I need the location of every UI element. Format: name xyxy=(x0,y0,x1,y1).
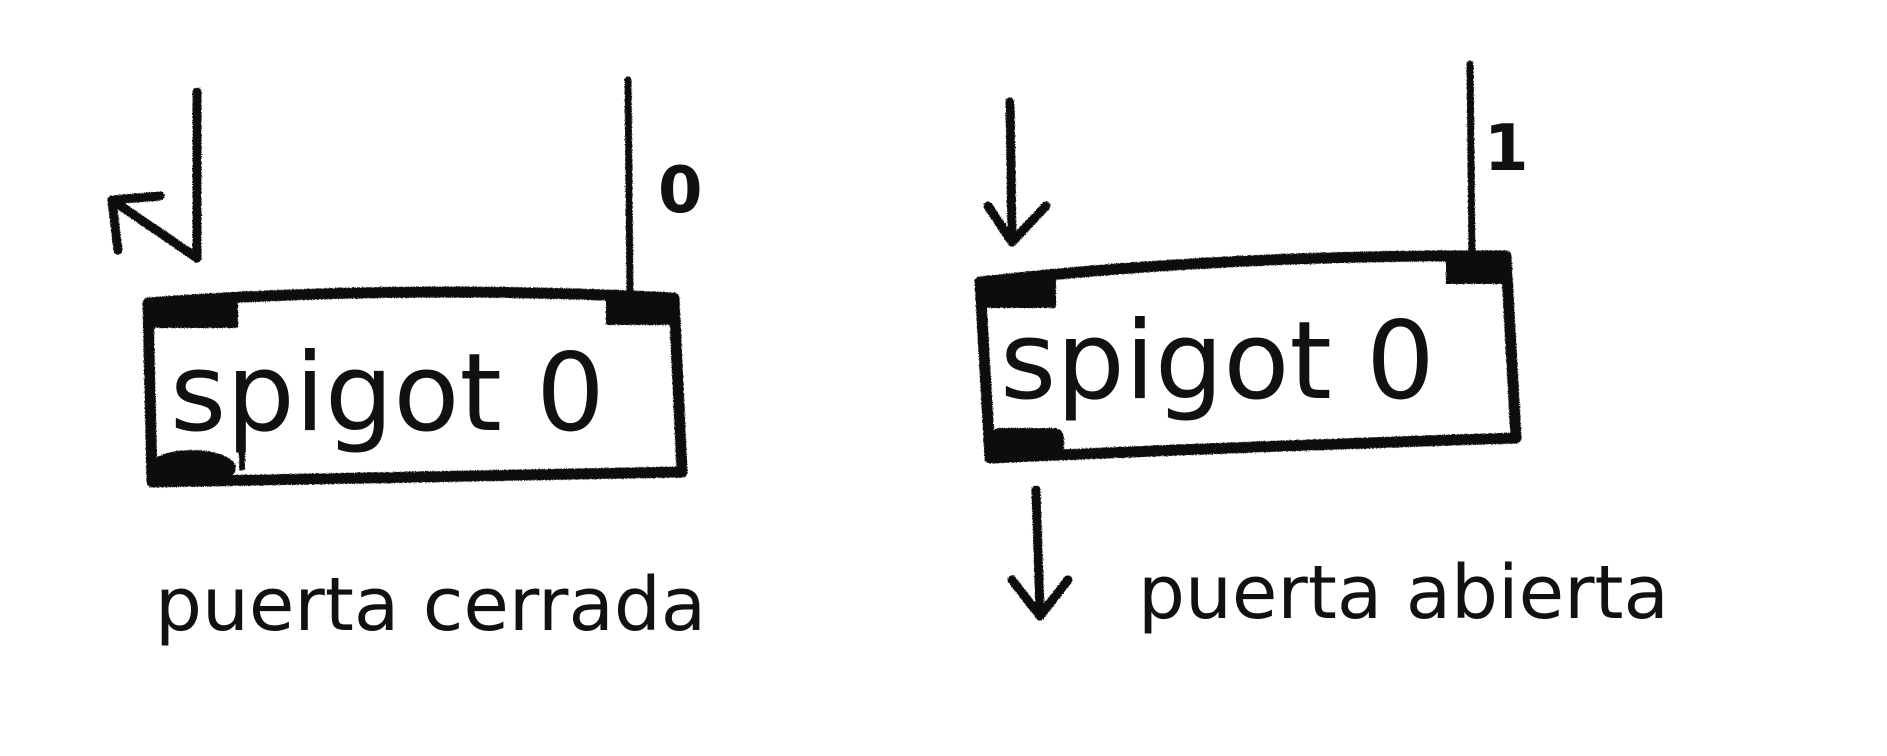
object-label: spigot 0 xyxy=(170,331,605,456)
right-inlet-value: 0 xyxy=(658,154,703,228)
blocked-input-arrow xyxy=(107,87,202,263)
right-inlet-value: 1 xyxy=(1484,112,1529,186)
object-label: spigot 0 xyxy=(1000,299,1435,424)
right-inlet xyxy=(1446,252,1510,284)
right-inlet xyxy=(606,293,676,325)
right-inlet-cord xyxy=(624,76,634,302)
spigot-object-box xyxy=(142,286,688,488)
left-inlet xyxy=(982,278,1056,308)
spigot-object-box xyxy=(974,250,1522,464)
spigot-open-diagram xyxy=(974,60,1522,621)
caption-closed: puerta cerrada xyxy=(155,562,706,648)
output-arrow xyxy=(1007,485,1073,621)
caption-open: puerta abierta xyxy=(1138,550,1669,636)
spigot-closed-diagram xyxy=(107,76,688,488)
input-arrow xyxy=(983,97,1051,247)
left-inlet xyxy=(150,300,238,328)
right-inlet-cord xyxy=(1466,60,1476,262)
outlet xyxy=(148,450,236,486)
outlet xyxy=(990,428,1064,456)
